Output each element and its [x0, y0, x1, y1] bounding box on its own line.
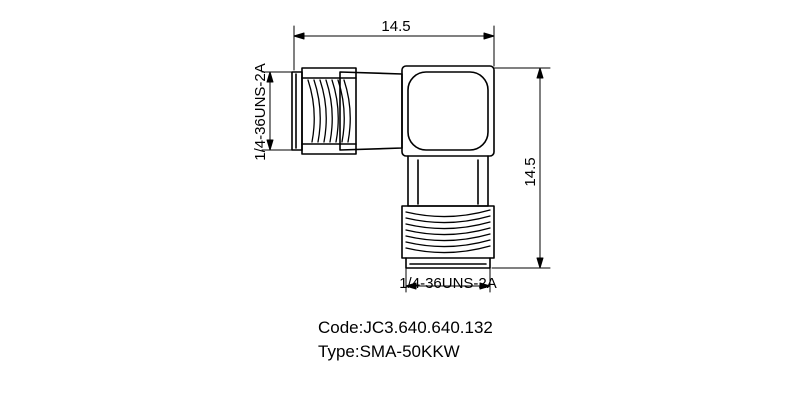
bottom-port-threads — [405, 209, 491, 254]
product-type: Type:SMA-50KKW — [318, 342, 460, 361]
top-width-label: 14.5 — [381, 18, 410, 35]
bottom-thread-label: 1/4-36UNS-2A — [399, 275, 497, 292]
right-height-label: 14.5 — [522, 157, 539, 186]
left-port — [291, 67, 403, 155]
left-port-threads — [307, 79, 351, 143]
dimension-lines — [261, 25, 551, 293]
elbow-block — [401, 65, 495, 157]
bottom-port — [401, 155, 495, 269]
left-thread-label: 1/4-36UNS-2A — [252, 63, 269, 161]
product-code: Code:JC3.640.640.132 — [318, 318, 493, 337]
